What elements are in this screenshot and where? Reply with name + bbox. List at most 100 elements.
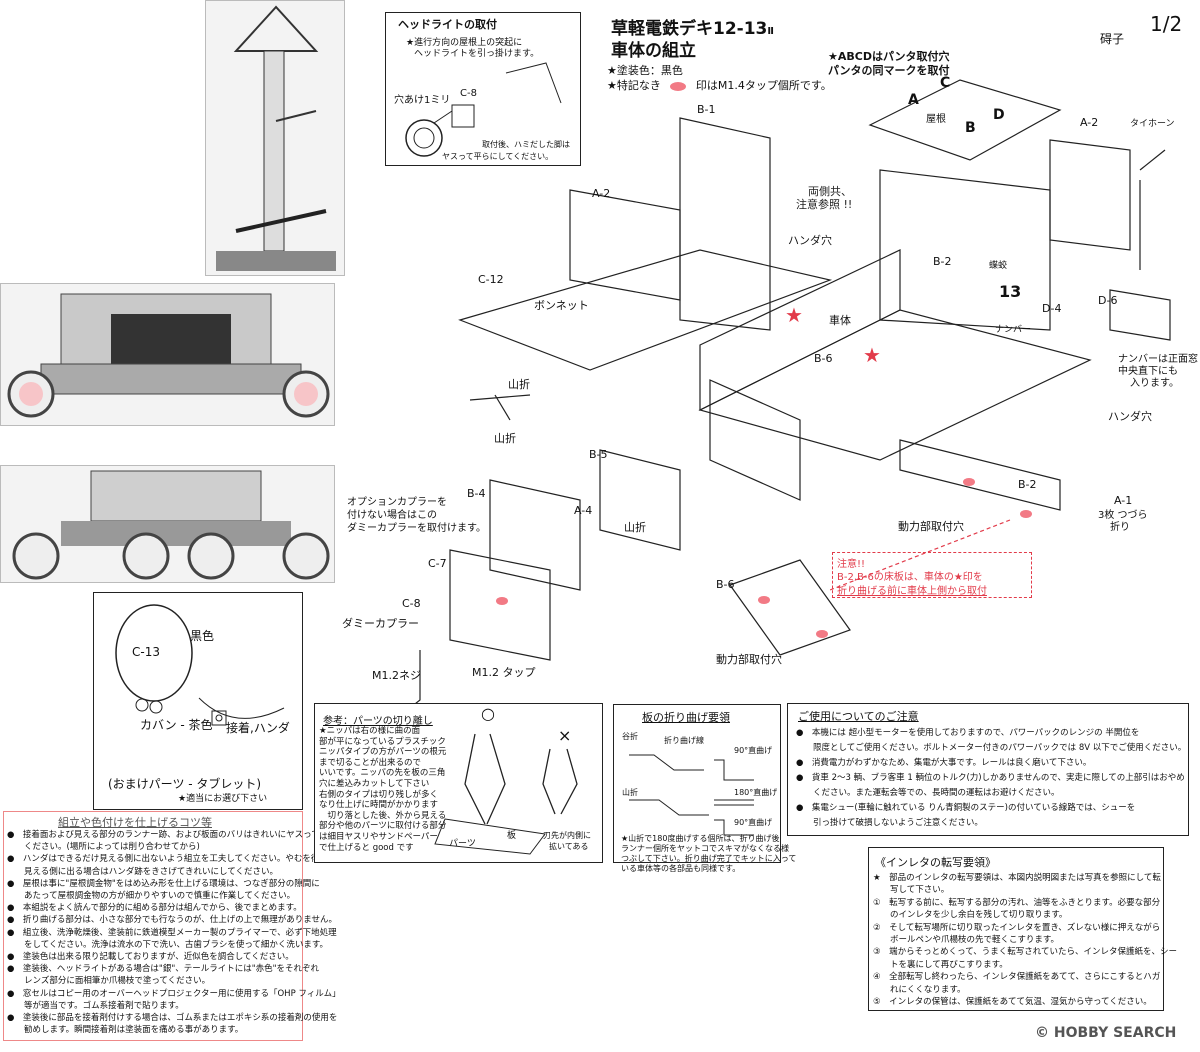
legend-tap-post: 印はM1.4タップ個所です。	[695, 79, 832, 92]
cutting-ng-note-2: 拡いてある	[549, 842, 589, 851]
label-m12-tap: M1.2 タップ	[472, 666, 536, 679]
note-line: 穴に差込みカットして下さい	[319, 778, 430, 789]
headlight-box: ヘッドライトの取付 ★進行方向の屋根上の突起に ヘッドライトを引っ掛けます。 穴…	[385, 12, 581, 166]
note-line: ● 貨車 2～3 輌、ブラ客車 1 輌位のトルク(力)しかありませんので、実走に…	[796, 773, 1185, 783]
bending-box: 板の折り曲げ要領 谷折 折り曲げ線 90°直曲げ 山折 180°直曲げ 90°直…	[613, 704, 781, 863]
headlight-drawing	[405, 62, 562, 157]
note-line: で仕上げると good です	[319, 842, 414, 853]
note-line: トを裏にして再びこすります。	[873, 959, 1008, 970]
note-line: まで切ることが出来るので	[319, 757, 422, 768]
cutting-parts-label: パーツ	[449, 839, 476, 849]
usage-list: ● 本機には 超小型モーターを使用しておりますので、パワーパックのレンジの 半開…	[796, 726, 1186, 831]
legend-paint: ★塗装色：黒色	[607, 64, 683, 77]
label-whistle: タイホーン	[1130, 119, 1175, 129]
label-hinge: 蝶蛟	[989, 261, 1008, 271]
label-b2-top: B-2	[933, 255, 952, 268]
note-line: 部分や他のパーツに取付ける部分	[319, 821, 447, 832]
note-line: いる車体等の各部品も同様です。	[621, 864, 741, 873]
nipper-drawing	[434, 733, 578, 855]
part-b6-top-shape	[709, 379, 801, 501]
page-subtitle: 車体の組立	[611, 41, 696, 61]
page-title-suffix: Ⅱ	[767, 26, 774, 37]
label-a1-1: A-1	[1114, 494, 1133, 507]
note-line: れにくくなります。	[873, 984, 966, 995]
cutting-ng-note-1: 刃先が内側に	[543, 831, 591, 840]
label-insulator: 碍子	[1100, 32, 1125, 46]
note-line: レンズ部分に面相筆か爪楊枝で塗ってください。	[7, 976, 211, 987]
option-coupler-1: オプションカプラーを	[347, 497, 447, 508]
note-line: 引っ掛けて破損しないようご注意ください。	[796, 818, 983, 828]
label-d6: D-6	[1098, 294, 1118, 307]
option-coupler-3: ダミーカプラーを取付けます。	[347, 523, 486, 534]
note-line: ● 集電シュー(車輪に触れている りん青銅製のステー)の付いている線路では、シュ…	[796, 803, 1136, 813]
note-line: ● 窓セルはコピー用のオーバーヘッドプロジェクター用に使用する「OHP フィルム…	[7, 988, 341, 999]
tap-dot-4	[758, 596, 770, 604]
legend-tap-pre: ★特記なき	[607, 79, 661, 92]
headlight-title: ヘッドライトの取付	[398, 18, 497, 31]
tablet-drawing	[115, 604, 285, 726]
page-number: 1/2	[1150, 12, 1183, 36]
note-line: 写して下さい。	[873, 885, 950, 896]
caution-line-3: 折り曲げる前に車体上側から取付	[837, 586, 987, 597]
note-line: つぶして下さい。折り曲げ完了でキットに入って	[621, 854, 797, 863]
chassis-drawing-bottom	[12, 470, 330, 580]
bonus-glue-label: 接着,ハンダ	[226, 721, 290, 735]
headlight-hole: 穴あけ1ミリ	[394, 95, 451, 106]
label-b6-top: B-6	[814, 352, 833, 365]
note-line: ● 接着面および見える部分のランナー跡、および板面のバリはきれいにヤスって	[7, 830, 320, 840]
note-line: ● 折り曲げる部分は、小さな部分でも行なうのが、仕上げの上で無理がありません。	[7, 915, 337, 926]
part-a2-left-shape	[569, 189, 681, 301]
part-body-upper	[699, 249, 901, 411]
number-note-3: 入ります。	[1130, 378, 1179, 389]
pantograph-photo	[205, 0, 345, 276]
cutting-title: 参考：パーツの切り離し	[323, 716, 433, 727]
tap-dot-5	[816, 630, 828, 638]
label-roof: 屋根	[926, 114, 946, 125]
label-mountain-fold-1: 山折	[508, 378, 530, 391]
label-a2-right: A-2	[1080, 116, 1099, 129]
label-b4: B-4	[467, 487, 486, 500]
label-dummy-coupler: ダミーカプラー	[342, 617, 419, 630]
note-line: ランナー個所をヤットコでスキマがなくなる様	[621, 844, 789, 853]
note-line: ② そして転写場所に切り取ったインレタを置き、ズレない様に押えながら	[873, 922, 1161, 933]
chassis-photo-bottom	[0, 465, 335, 583]
note-line: ● 消費電力がわずかなため、集電が大事です。レールは良く磨いて下さい。	[796, 758, 1092, 768]
bending-title: 板の折り曲げ要領	[642, 711, 730, 724]
part-b2-right-shape	[899, 439, 1061, 511]
headlight-part: C-8	[460, 88, 477, 99]
label-a1-3: 折り	[1110, 522, 1130, 533]
bending-note: ★山折で180度曲げする個所は、折り曲げ後ランナー個所をヤットコでスキマがなくな…	[621, 834, 796, 874]
bending-90deg: 90°直曲げ	[734, 746, 773, 755]
headlight-desc-2: ヘッドライトを引っ掛けます。	[414, 49, 540, 59]
note-line: ★山折で180度曲げする個所は、折り曲げ後	[621, 834, 780, 843]
part-c7-shape	[449, 549, 551, 661]
option-coupler-2: 付けない場合はこの	[347, 510, 437, 521]
assembly-tips-box: 組立や色付けを仕上げるコツ等 ● 接着面および見える部分のランナー跡、および板面…	[3, 811, 341, 1041]
inleta-title: 《インレタの転写要領》	[875, 856, 996, 869]
label-number-plate: ナンバー	[995, 325, 1032, 335]
headlight-tip-1: 取付後、ハミだした脚は	[482, 140, 570, 149]
note-line: なり仕上げに時間がかかります	[319, 800, 439, 811]
note-line: ● 組立後、洗浄乾燥後、塗装前に鉄道模型メーカー製のプライマーで、必ず下地処理	[7, 927, 337, 938]
note-line: ● 塗装後に部品を接着剤付けする場合は、ゴム系またはエポキシ系の接着剤の使用を	[7, 1013, 338, 1024]
caution-title: 注意!!	[837, 559, 866, 570]
tap-dot-3	[1020, 510, 1032, 518]
pantograph-drawing	[216, 5, 336, 271]
number-note-2: 中央直下にも	[1118, 366, 1178, 377]
inleta-list: ★ 部品のインレタの転写要領は、本図内説明図または写真を参照にして転 写して下さ…	[873, 872, 1177, 1008]
part-d6-shape	[1109, 289, 1171, 341]
usage-box: ご使用についてのご注意 ● 本機には 超小型モーターを使用しておりますので、パワ…	[787, 703, 1189, 836]
caution-line-2: B-2,B-6の床板は、車体の★印を	[837, 572, 983, 583]
note-line: ● ハンダはできるだけ見える側に出ないよう組立を工夫してください。やむを得ず	[7, 854, 328, 865]
legend-tap: ★特記なき 印はM1.4タップ個所です。	[607, 77, 832, 93]
chassis-photo-top	[0, 283, 335, 426]
pantograph-note-1: ★ABCDはパンタ取付穴	[828, 50, 950, 63]
note-line: 右側のタイプは切り残しが多く	[319, 789, 439, 800]
note-line: ニッパタイプの方がパーツの根元	[319, 747, 447, 758]
inleta-box: 《インレタの転写要領》 ★ 部品のインレタの転写要領は、本図内説明図または写真を…	[868, 847, 1177, 1011]
note-line: ★ニッパは右の様に曲の面	[319, 726, 421, 736]
cutting-ng-mark: ×	[558, 726, 572, 745]
number-note-1: ナンバーは正面窓	[1118, 354, 1198, 365]
label-both-sides-2: 注意参照 !!	[796, 198, 853, 211]
note-line: 限度としてご使用ください。ボルトメーター付きのパワーパックでは 8V 以下でご使…	[796, 743, 1187, 753]
